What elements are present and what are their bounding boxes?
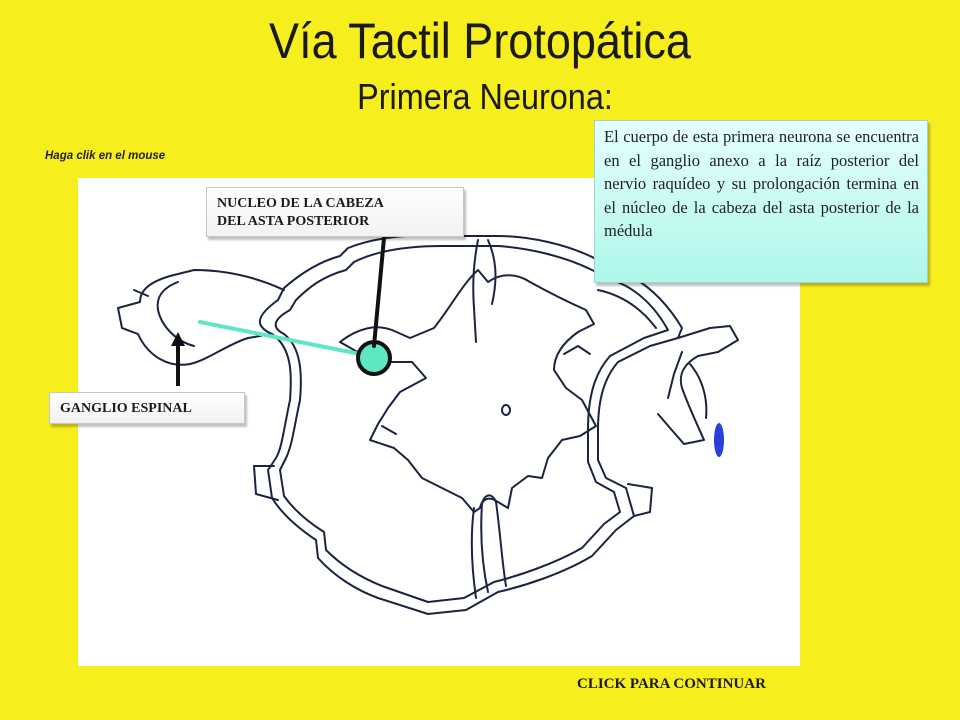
anterior-fissure (480, 494, 507, 593)
blue-oval-marker[interactable] (714, 423, 724, 457)
nucleo-label-line2: DEL ASTA POSTERIOR (217, 214, 370, 229)
ganglio-label: GANGLIO ESPINAL (49, 392, 245, 424)
spinal-cord-drawing (117, 234, 739, 615)
central-canal (501, 404, 511, 416)
right-root (657, 325, 739, 445)
posterior-septum (472, 239, 479, 343)
continue-button[interactable]: CLICK PARA CONTINUAR (577, 676, 766, 692)
ganglion-arrow-head (171, 332, 185, 346)
gray-matter (339, 269, 597, 513)
cord-inner-outline (274, 245, 669, 603)
click-hint: Haga clik en el mouse (45, 150, 166, 162)
info-text: El cuerpo de esta primera neurona se enc… (604, 127, 919, 241)
dorsal-root-ganglion (117, 269, 285, 366)
info-box: El cuerpo de esta primera neurona se enc… (594, 120, 928, 283)
nucleo-label-line1: NUCLEO DE LA CABEZA (217, 196, 384, 211)
ventral-root-left (253, 465, 279, 501)
page-title: Vía Tactil Protopática (269, 13, 691, 69)
nucleo-label: NUCLEO DE LA CABEZA DEL ASTA POSTERIOR (206, 187, 464, 237)
neuron-fibre (198, 320, 362, 356)
cord-outline (259, 234, 683, 615)
nucleus-pointer (372, 236, 386, 348)
ganglio-label-text: GANGLIO ESPINAL (60, 401, 192, 416)
page-subtitle: Primera Neurona: (357, 76, 613, 117)
